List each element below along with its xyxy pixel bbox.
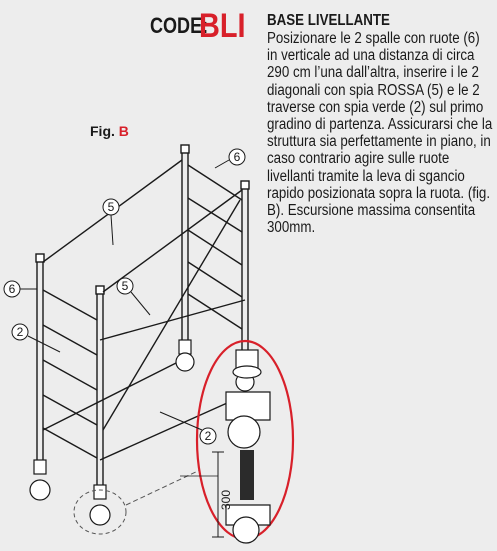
- figure-label: Fig. B: [90, 123, 129, 139]
- figure-label-letter: B: [118, 123, 129, 139]
- figure-label-prefix: Fig.: [90, 123, 115, 139]
- description-block: BASE LIVELLANTE Posizionare le 2 spalle …: [267, 12, 495, 236]
- product-code: CODE:BLI: [150, 7, 246, 45]
- dimension-label: 300: [219, 490, 233, 510]
- code-value: BLI: [199, 7, 246, 45]
- description-title: BASE LIVELLANTE: [267, 12, 390, 29]
- callout-5-top: 5: [108, 200, 115, 214]
- callout-2-left: 2: [17, 325, 24, 339]
- description-body: Posizionare le 2 spalle con ruote (6) in…: [267, 30, 493, 237]
- callout-numbers: 6 5 6 5 2 2: [9, 150, 241, 443]
- callout-6-top: 6: [234, 150, 241, 164]
- back-frame: [180, 144, 250, 360]
- wheel-detail: 300: [180, 339, 295, 544]
- code-prefix: CODE:: [150, 13, 209, 38]
- braces: [42, 159, 246, 461]
- callout-5-mid: 5: [122, 279, 129, 293]
- callout-6-left: 6: [9, 282, 16, 296]
- detail-marker: [73, 489, 127, 535]
- detail-leader: [125, 469, 201, 506]
- callout-2-bottom: 2: [205, 429, 212, 443]
- callouts: [3, 148, 246, 445]
- front-frame: [35, 253, 105, 485]
